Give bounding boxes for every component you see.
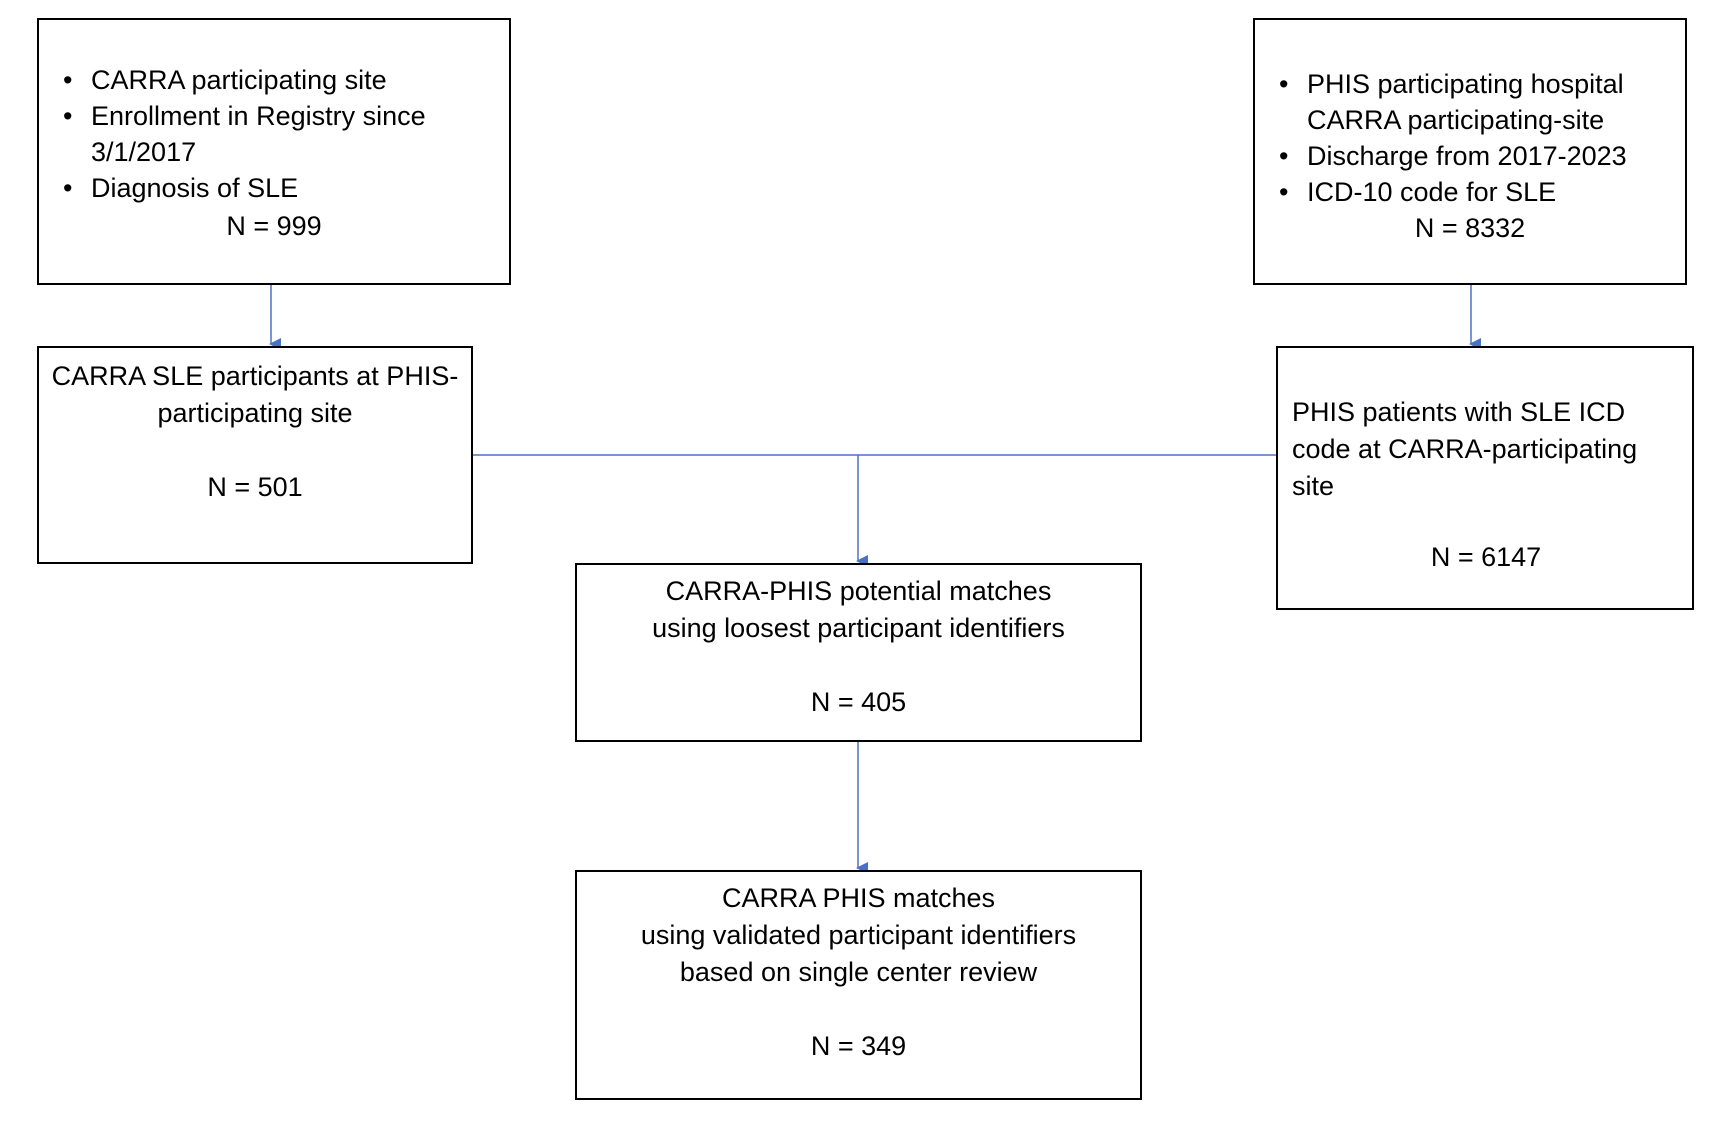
potential-count: N = 405 bbox=[810, 687, 907, 717]
bullet-item: ICD-10 code for SLE bbox=[1279, 174, 1675, 210]
phis-count: N = 8332 bbox=[1414, 213, 1526, 243]
bullet-item: CARRA participating site bbox=[63, 62, 499, 98]
carra-sle-title: CARRA SLE participants at PHIS-participa… bbox=[51, 361, 459, 428]
potential-line-2: using loosest participant identifiers bbox=[652, 613, 1065, 643]
registry-criteria-list: CARRA participating site Enrollment in R… bbox=[49, 62, 499, 206]
registry-count: N = 999 bbox=[226, 211, 322, 241]
phis-sle-title: PHIS patients with SLE ICD code at CARRA… bbox=[1292, 397, 1638, 501]
validated-line-2: using validated participant identifiers bbox=[640, 920, 1077, 950]
bullet-item: Enrollment in Registry since 3/1/2017 bbox=[63, 98, 499, 170]
phis-criteria-box: PHIS participating hospital CARRA partic… bbox=[1253, 18, 1687, 285]
validated-line-1: CARRA PHIS matches bbox=[721, 883, 996, 913]
validated-count: N = 349 bbox=[810, 1031, 907, 1061]
carra-sle-box: CARRA SLE participants at PHIS-participa… bbox=[37, 346, 473, 564]
phis-sle-count: N = 6147 bbox=[1430, 542, 1542, 572]
potential-line-1: CARRA-PHIS potential matches bbox=[665, 576, 1052, 606]
registry-criteria-box: CARRA participating site Enrollment in R… bbox=[37, 18, 511, 285]
phis-sle-box: PHIS patients with SLE ICD code at CARRA… bbox=[1276, 346, 1694, 610]
carra-sle-count: N = 501 bbox=[207, 472, 303, 502]
validated-matches-box: CARRA PHIS matches using validated parti… bbox=[575, 870, 1142, 1100]
bullet-item: PHIS participating hospital CARRA partic… bbox=[1279, 66, 1675, 138]
validated-line-3: based on single center review bbox=[679, 957, 1038, 987]
bullet-item: Discharge from 2017-2023 bbox=[1279, 138, 1675, 174]
phis-criteria-list: PHIS participating hospital CARRA partic… bbox=[1265, 66, 1675, 210]
potential-matches-box: CARRA-PHIS potential matches using loose… bbox=[575, 563, 1142, 742]
bullet-item: Diagnosis of SLE bbox=[63, 170, 499, 206]
